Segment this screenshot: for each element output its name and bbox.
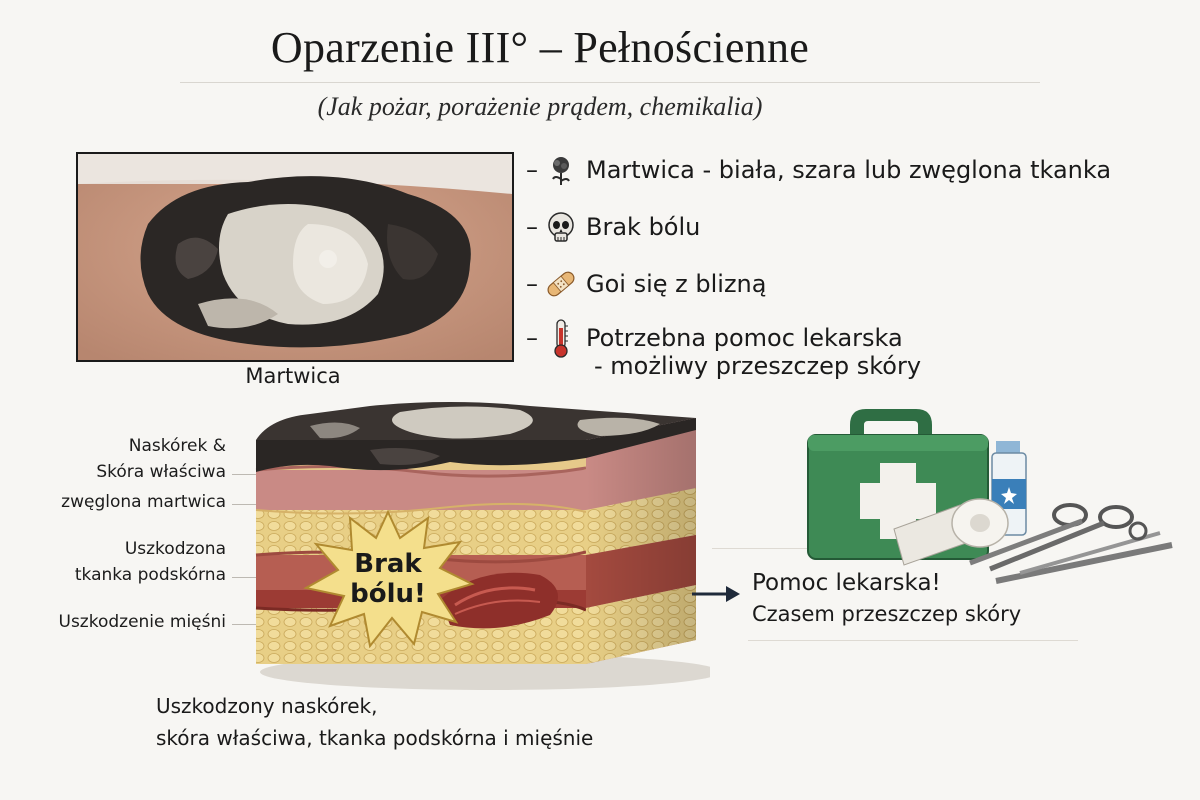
symptom-text: Goi się z blizną (586, 270, 767, 298)
flower-icon (544, 153, 578, 187)
title-divider (180, 82, 1040, 83)
label-necrosis: zwęglona martwica (61, 492, 226, 512)
symptom-scar: – Goi się z blizną (526, 264, 766, 304)
symptom-medical-help: – Potrzebna pomoc lekarska (526, 318, 903, 358)
burst-line2: bólu! (350, 579, 426, 609)
bullet-dash: – (526, 324, 538, 352)
burn-photo (76, 152, 514, 362)
label-subcutis-line2: tkanka podskórna (74, 565, 226, 585)
label-epidermis-line2: Skóra właściwa (96, 462, 226, 482)
skull-icon (544, 210, 578, 244)
bullet-dash: – (526, 156, 538, 184)
label-muscle: Uszkodzenie mięśni (58, 612, 227, 632)
arrow-right-icon (692, 586, 740, 602)
bullet-dash: – (526, 213, 538, 241)
page-title: Oparzenie III° – Pełnościenne (270, 23, 810, 72)
help-title: Pomoc lekarska! (752, 570, 941, 596)
bottom-caption: Uszkodzony naskórek, skóra właściwa, tka… (156, 690, 676, 754)
symptom-text: Brak bólu (586, 213, 701, 241)
scissors-icon (969, 503, 1134, 572)
no-pain-burst: Brak bólu! (303, 509, 475, 648)
help-bottom-rule (748, 640, 1078, 641)
burst-line1: Brak (354, 549, 422, 579)
label-epidermis-line1: Naskórek & (128, 436, 226, 456)
photo-caption: Martwica (245, 364, 341, 388)
symptom-no-pain: – Brak bólu (526, 207, 700, 247)
bandage-icon (544, 267, 578, 301)
bottom-caption-line2: skóra właściwa, tkanka podskórna i mięśn… (156, 726, 594, 750)
symptom-text: Potrzebna pomoc lekarska (586, 324, 903, 352)
forceps-icon (995, 521, 1173, 584)
page-subtitle: (Jak pożar, porażenie prądem, chemikalia… (317, 92, 763, 121)
symptom-necrosis: – Martwica - biała, szara lub zwęglona t… (526, 150, 1111, 190)
symptom-text-continuation: - możliwy przeszczep skóry (594, 352, 922, 380)
bottom-caption-line1: Uszkodzony naskórek, (156, 694, 378, 718)
thermometer-icon (544, 318, 578, 358)
bottle-icon (991, 441, 1027, 536)
gauze-roll-icon (893, 498, 1009, 566)
help-subtitle: Czasem przeszczep skóry (752, 602, 1022, 626)
label-subcutis-line1: Uszkodzona (124, 539, 226, 559)
bullet-dash: – (526, 270, 538, 298)
symptom-text: Martwica - biała, szara lub zwęglona tka… (586, 156, 1112, 184)
burn-photo-illustration (78, 154, 512, 360)
medical-supplies (807, 409, 1173, 584)
